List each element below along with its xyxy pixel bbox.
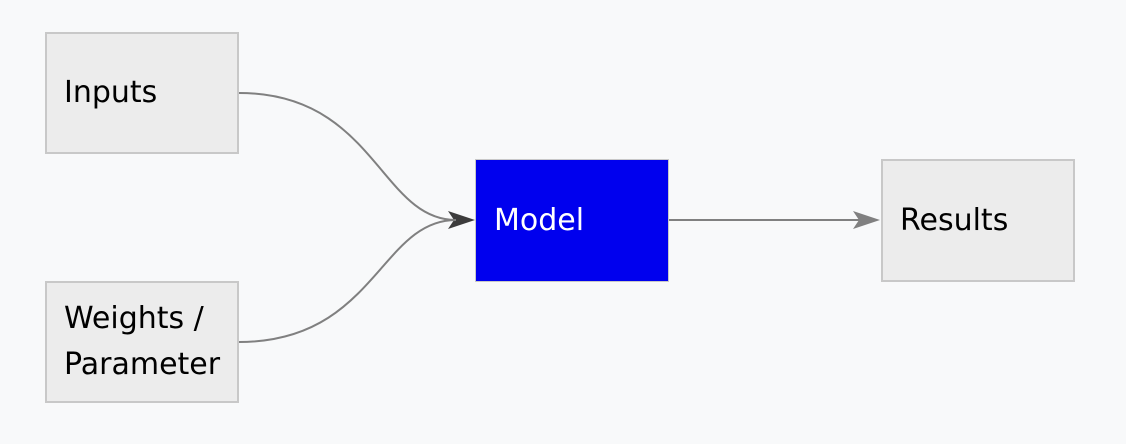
node-inputs-label: Inputs (64, 75, 158, 110)
node-inputs[interactable]: Inputs (45, 32, 239, 154)
edge-model-results-arrowhead (853, 211, 880, 229)
edge-weights-model (238, 219, 457, 343)
edge-inputs-model-arrowhead (448, 211, 475, 229)
edge-inputs-model (238, 92, 457, 221)
node-weights-parameter-label: Weights / Parameter (64, 301, 221, 382)
node-weights-parameter[interactable]: Weights / Parameter (45, 281, 239, 403)
node-results-label: Results (900, 202, 1009, 238)
node-model[interactable]: Model (475, 159, 669, 282)
node-model-label: Model (494, 202, 585, 238)
node-results[interactable]: Results (881, 159, 1075, 282)
